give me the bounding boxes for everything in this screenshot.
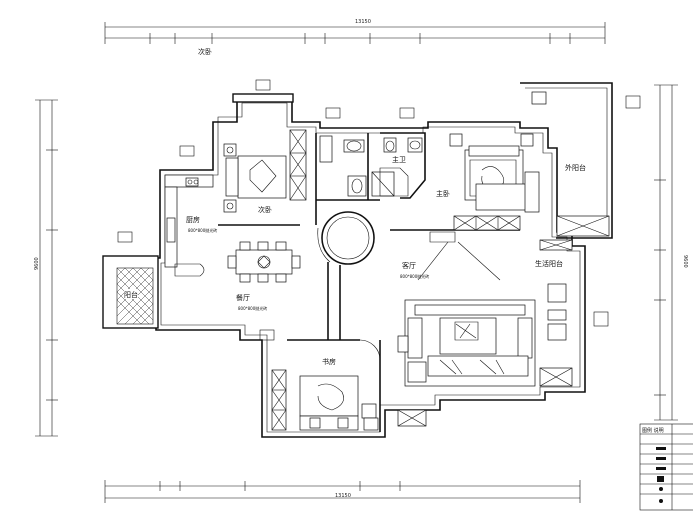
left-dimension-lines: 9600 — [34, 99, 58, 437]
study: 书房 — [271, 339, 381, 432]
top-total-dimension: 13150 — [355, 19, 371, 25]
balcony-label: 阳台 — [124, 290, 138, 299]
dining-room: 餐厅 800*800抛光砖 — [227, 241, 301, 311]
laundry-balcony: 生活阳台 — [535, 239, 573, 268]
bottom-dimension-lines: 13150 — [104, 480, 581, 503]
living-room-label: 客厅 — [402, 261, 416, 270]
right-total-dimension: 9600 — [682, 255, 688, 268]
living-floor-note: 800*800抛光砖 — [400, 273, 429, 279]
kitchen: 厨房 800*800抛光砖 — [164, 174, 217, 277]
master-bedroom: 主卧 — [390, 133, 540, 243]
master-bedroom-label: 主卧 — [436, 189, 450, 198]
top-room-annotation: 次卧 — [198, 47, 212, 56]
outer-balcony-label: 外阳台 — [565, 163, 586, 172]
right-dimension-lines: 9600 — [654, 84, 688, 421]
legend-table: 图例 说明 — [639, 423, 693, 511]
bottom-total-dimension: 13150 — [335, 493, 351, 499]
annotation-symbols — [117, 79, 641, 341]
outer-balcony: 外阳台 — [520, 82, 613, 239]
left-balcony: 阳台 — [102, 255, 159, 329]
bathroom-a — [316, 133, 395, 201]
kitchen-label: 厨房 — [186, 215, 200, 224]
legend-header: 图例 说明 — [642, 427, 664, 434]
top-dimension-lines: 13150 — [104, 19, 606, 44]
dining-floor-note: 800*800抛光砖 — [238, 305, 267, 311]
top-annotation: 次卧 — [198, 47, 212, 56]
secondary-bedroom: 次卧 — [218, 129, 317, 226]
master-bathroom: 主卫 — [379, 132, 426, 199]
secondary-bedroom-label: 次卧 — [258, 205, 272, 214]
kitchen-floor-note: 800*800抛光砖 — [188, 227, 217, 233]
dining-room-label: 餐厅 — [236, 293, 250, 302]
left-total-dimension: 9600 — [34, 257, 40, 270]
laundry-balcony-label: 生活阳台 — [535, 259, 563, 268]
living-room: 客厅 800*800抛光砖 — [397, 241, 573, 427]
master-bathroom-label: 主卫 — [392, 155, 406, 164]
study-label: 书房 — [322, 357, 336, 366]
round-hall — [317, 211, 375, 340]
